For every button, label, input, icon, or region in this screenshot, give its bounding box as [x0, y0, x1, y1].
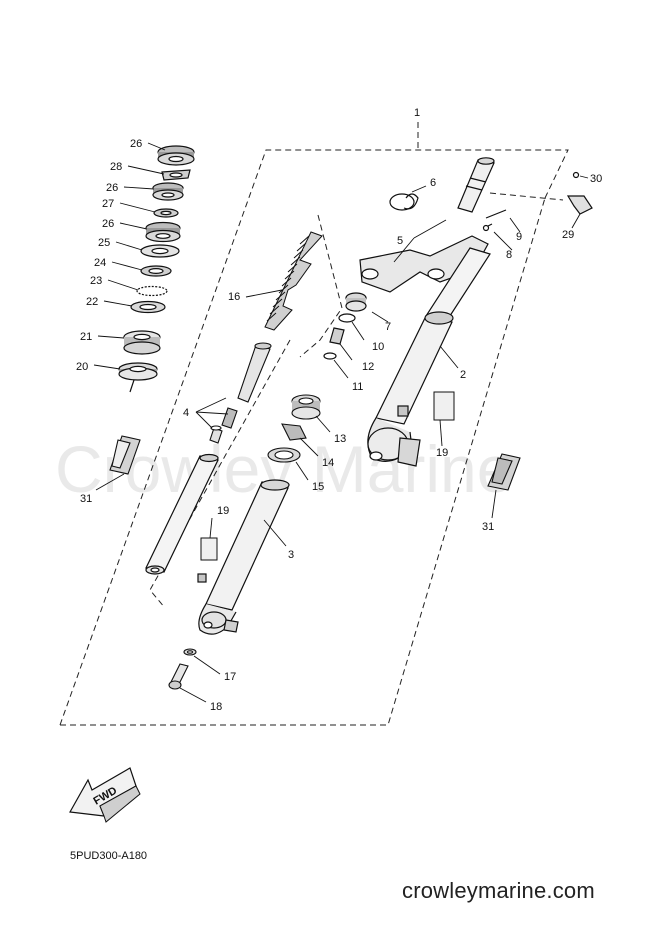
callout-27: 27: [102, 198, 114, 210]
callout-29: 29: [562, 229, 574, 241]
callout-13: 13: [334, 433, 346, 445]
callout-12: 12: [362, 361, 374, 373]
steering-stack: [118, 145, 195, 393]
callout-1: 1: [414, 107, 420, 119]
callout-7: 7: [385, 321, 391, 333]
callout-17: 17: [224, 671, 236, 683]
callout-20: 20: [76, 361, 88, 373]
callout-26-middle: 26: [106, 182, 118, 194]
callout-23: 23: [90, 275, 102, 287]
callout-24: 24: [94, 257, 106, 269]
damper-rod: [209, 342, 272, 444]
callout-2: 2: [460, 369, 466, 381]
callout-19-right: 19: [436, 447, 448, 459]
callout-10: 10: [372, 341, 384, 353]
assembly-outline: [59, 122, 569, 726]
callout-18: 18: [210, 701, 222, 713]
upper-bracket: [323, 157, 593, 360]
left-outer-tube: [197, 479, 290, 635]
callout-15: 15: [312, 481, 324, 493]
callout-21: 21: [80, 331, 92, 343]
callout-22: 22: [86, 296, 98, 308]
fork-seals: [267, 394, 321, 463]
inner-tube: [145, 453, 219, 575]
callout-28: 28: [110, 161, 122, 173]
leader-lines: [93, 142, 589, 703]
callout-31-left: 31: [80, 493, 92, 505]
callout-5: 5: [397, 235, 403, 247]
callout-16: 16: [228, 291, 240, 303]
diagram-code: 5PUD300-A180: [70, 850, 148, 862]
callout-4: 4: [183, 407, 189, 419]
callout-26-lower: 26: [102, 218, 114, 230]
callout-25: 25: [98, 237, 110, 249]
label-stickers: [200, 391, 455, 561]
bolt-and-washer: [168, 648, 197, 690]
callout-9: 9: [516, 231, 522, 243]
cards-31: [109, 435, 521, 491]
fork-spring: [264, 231, 323, 331]
callout-31-right: 31: [482, 521, 494, 533]
callout-6: 6: [430, 177, 436, 189]
right-fork: [367, 247, 491, 467]
callout-3: 3: [288, 549, 294, 561]
website-credit: crowleymarine.com: [402, 878, 595, 903]
callout-14: 14: [322, 457, 334, 469]
callouts: 1 2 3 4 5 6 7 8 9 10 11 12 13 14 15 16 1…: [76, 107, 602, 713]
callout-19-left: 19: [217, 505, 229, 517]
callout-8: 8: [506, 249, 512, 261]
fwd-arrow: FWD: [69, 767, 141, 823]
callout-11: 11: [352, 381, 363, 393]
callout-30: 30: [590, 173, 602, 185]
callout-26-top: 26: [130, 138, 142, 150]
